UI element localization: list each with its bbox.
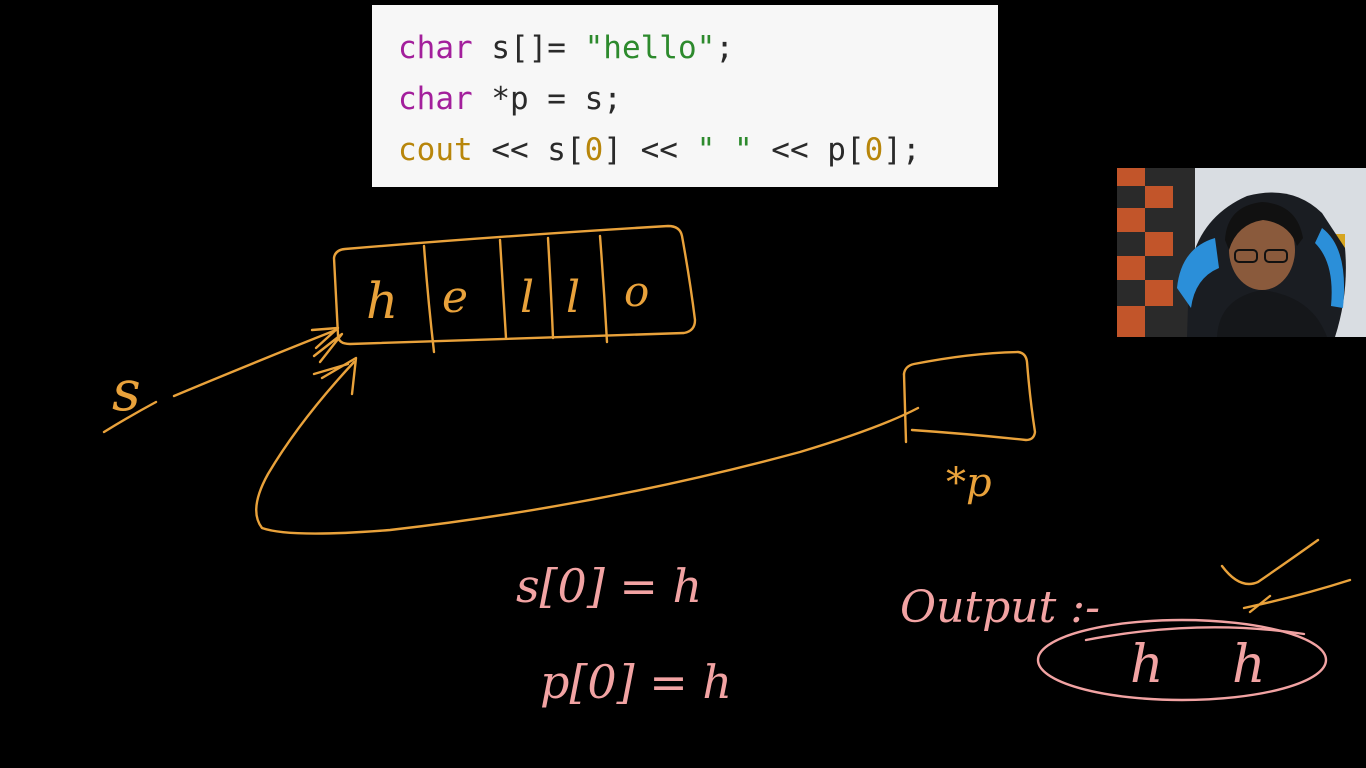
code-token: *p = s;	[472, 81, 622, 117]
array-cell-1: e	[442, 272, 468, 323]
code-line-3: cout << s[0] << " " << p[0];	[398, 125, 998, 176]
array-divider-3	[546, 236, 555, 340]
presenter-video-icon	[1117, 168, 1366, 337]
code-token: << s[	[472, 132, 585, 168]
code-token: "hello"	[584, 30, 716, 66]
array-divider-2	[498, 238, 508, 340]
arrow-p-to-array	[255, 360, 920, 535]
code-token: s[]=	[472, 30, 585, 66]
code-token: << p[	[752, 132, 865, 168]
code-line-1: char s[]= "hello";	[398, 23, 998, 74]
arrow-s-head-icon	[310, 326, 344, 364]
code-token: char	[398, 81, 473, 117]
code-token: char	[398, 30, 473, 66]
label-p: *p	[946, 460, 992, 506]
output-value-1: h	[1130, 635, 1164, 695]
code-token: ];	[883, 132, 921, 168]
array-cell-2: l	[520, 272, 534, 323]
output-label: Output :-	[900, 582, 1100, 633]
code-line-2: char *p = s;	[398, 74, 998, 125]
code-token: ] <<	[603, 132, 697, 168]
array-divider-1	[422, 244, 436, 354]
array-cell-0: h	[366, 272, 398, 330]
arrow-p-head-icon	[312, 356, 358, 396]
label-s: s	[112, 359, 141, 424]
checkmark-icon	[1220, 538, 1320, 586]
output-circle	[1036, 618, 1328, 702]
equation-p0: p[0] = h	[540, 655, 732, 709]
code-token: cout	[398, 132, 473, 168]
code-token: " "	[696, 132, 753, 168]
pointer-box-left	[902, 372, 908, 444]
check-arrow-icon	[1242, 578, 1352, 614]
code-token: 0	[864, 132, 884, 168]
array-cell-4: o	[624, 267, 649, 316]
pointer-box	[902, 350, 1037, 442]
s-tail-stroke	[102, 400, 158, 434]
output-underline	[1084, 626, 1306, 642]
code-token: ;	[715, 30, 734, 66]
output-value-2: h	[1232, 635, 1266, 695]
webcam-overlay	[1117, 168, 1366, 337]
code-snippet: char s[]= "hello"; char *p = s; cout << …	[372, 5, 998, 187]
array-box	[332, 224, 697, 346]
arrow-s-to-array	[172, 328, 338, 398]
array-cell-3: l	[566, 272, 580, 323]
code-token: 0	[584, 132, 604, 168]
equation-s0: s[0] = h	[516, 559, 702, 613]
array-divider-4	[598, 234, 609, 344]
